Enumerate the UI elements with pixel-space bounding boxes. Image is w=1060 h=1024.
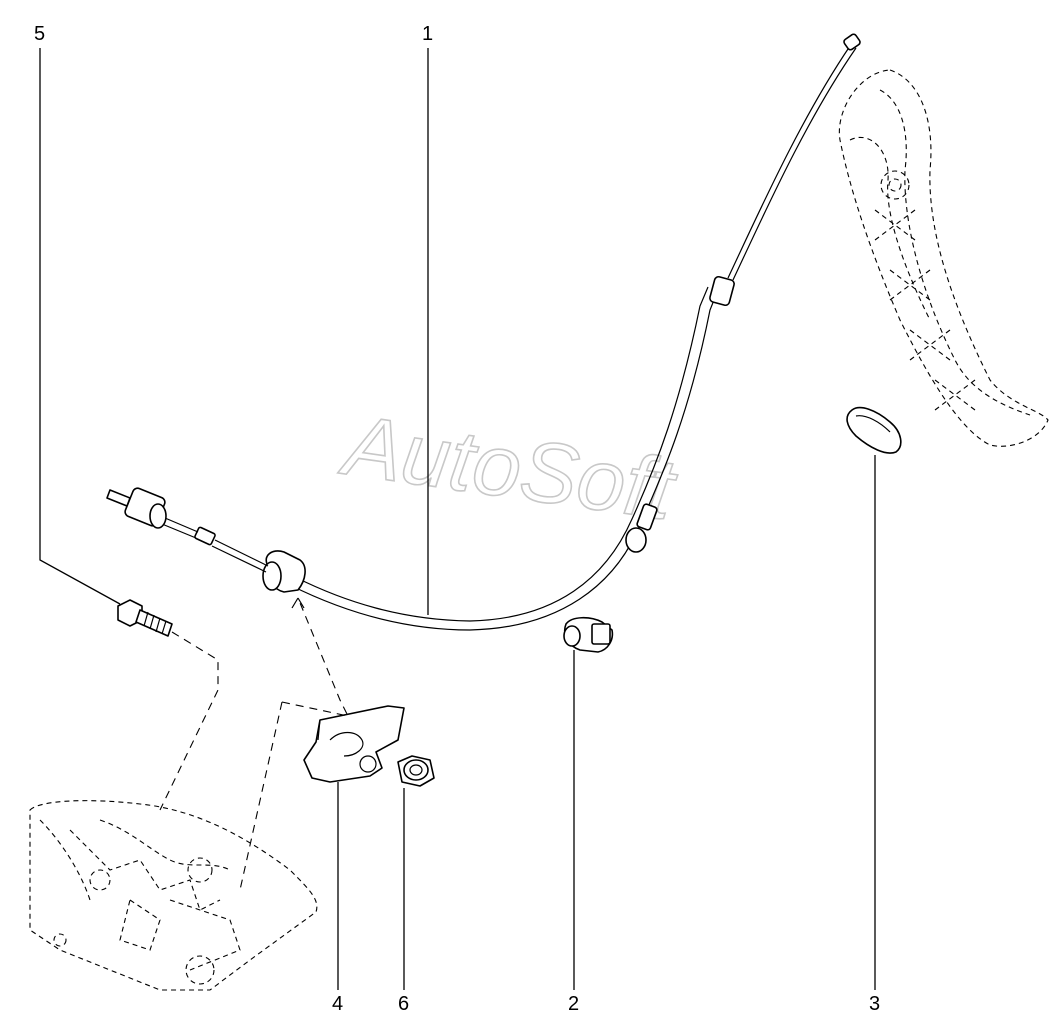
callout-6: 6 [398,993,409,1015]
leader-lines [39,48,876,990]
cable-clip [563,616,614,653]
watermark-text: AutoSoft [334,397,682,539]
gearbox-housing [29,800,318,991]
callout-1: 1 [422,23,433,45]
pedal-pad [846,406,902,454]
callout-3: 3 [869,993,880,1015]
release-bracket [239,597,405,891]
leader-5 [39,48,121,605]
callout-5: 5 [34,23,45,45]
clutch-cable [106,33,861,631]
callout-2: 2 [568,993,579,1015]
clutch-pedal [838,69,1049,447]
bolt [117,599,219,811]
callout-labels: 1 2 3 4 5 6 [34,23,880,1015]
flange-nut [397,755,435,787]
callout-4: 4 [332,993,343,1015]
